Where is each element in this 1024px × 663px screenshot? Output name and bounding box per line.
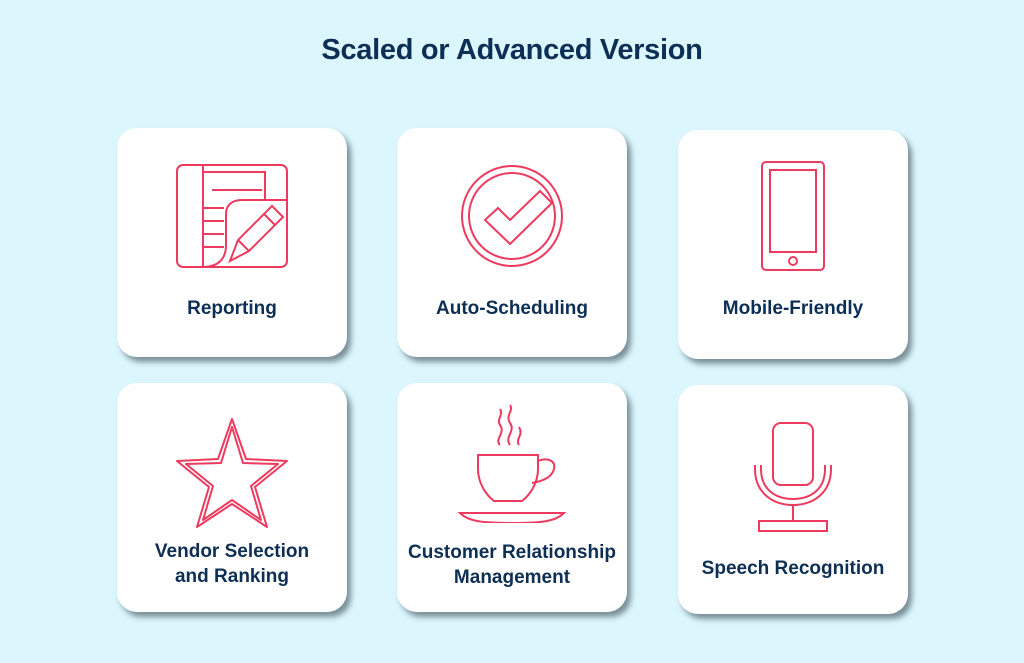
microphone-icon xyxy=(733,419,853,539)
star-icon xyxy=(172,413,292,533)
feature-card-vendor-selection: Vendor Selection and Ranking xyxy=(117,383,347,612)
smartphone-icon xyxy=(733,158,853,278)
feature-label: Mobile-Friendly xyxy=(722,298,864,319)
feature-card-crm: Customer Relationship Management xyxy=(397,383,627,612)
feature-card-mobile-friendly: Mobile-Friendly xyxy=(678,130,908,359)
feature-label-line1: Customer Relationship xyxy=(408,542,616,563)
check-circle-icon xyxy=(452,156,572,276)
feature-card-speech-recognition: Speech Recognition xyxy=(678,385,908,614)
feature-label: Auto-Scheduling xyxy=(436,298,588,319)
feature-card-reporting: Reporting xyxy=(117,128,347,357)
feature-label: Reporting xyxy=(187,298,277,319)
feature-card-auto-scheduling: Auto-Scheduling xyxy=(397,128,627,357)
feature-label: Speech Recognition xyxy=(701,558,885,579)
feature-label-line1: Vendor Selection xyxy=(154,541,310,562)
page-title: Scaled or Advanced Version xyxy=(321,34,703,66)
report-pencil-icon xyxy=(172,160,292,280)
feature-label-line2: and Ranking xyxy=(174,566,289,587)
coffee-cup-icon xyxy=(452,403,572,523)
feature-label-line2: Management xyxy=(453,567,571,588)
